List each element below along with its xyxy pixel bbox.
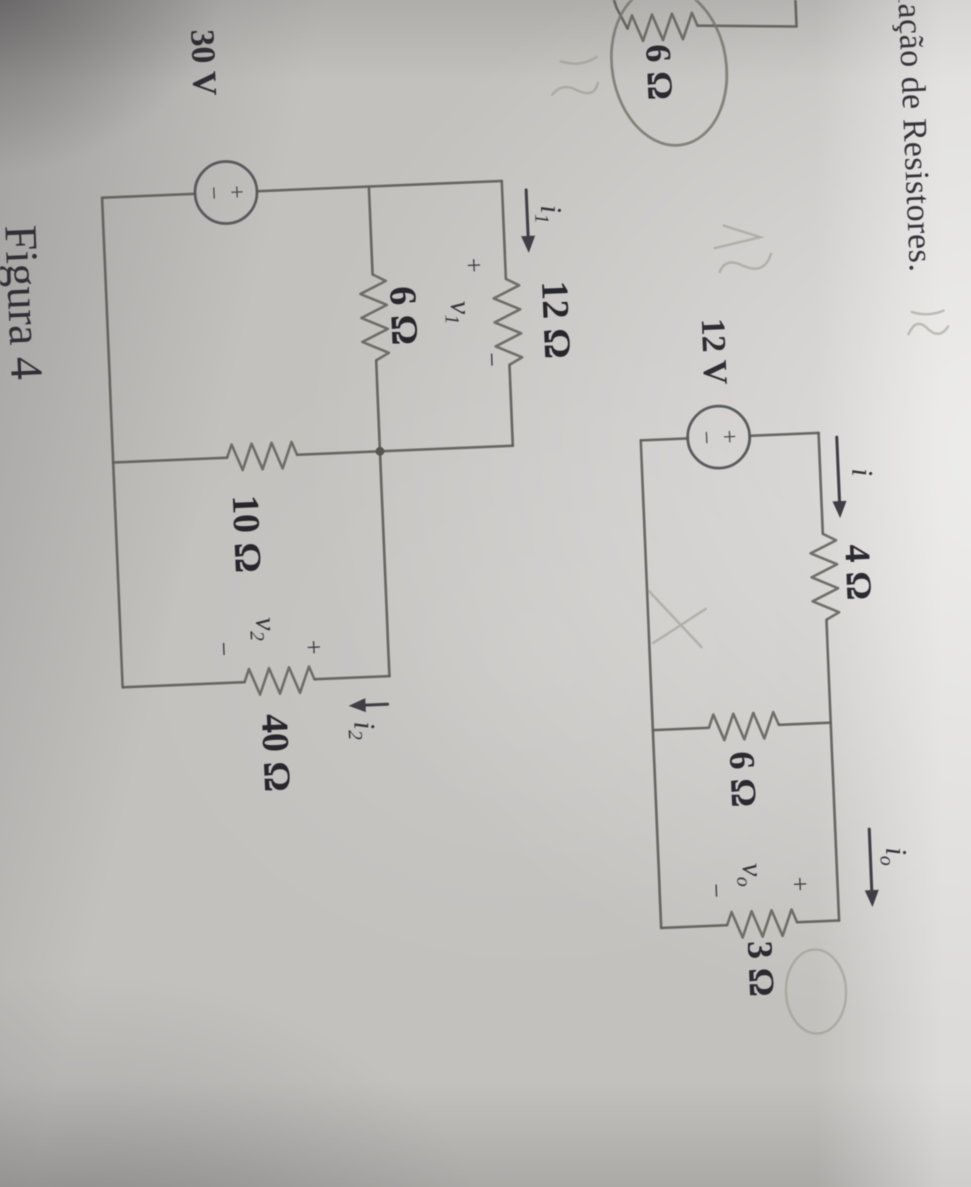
- current-arrow-i2: [364, 702, 390, 707]
- v2-label-base: v: [249, 617, 283, 632]
- pencil-mark-1: [550, 55, 599, 97]
- vo-label-sub: o: [732, 876, 754, 887]
- partial-circuit-wire-top: [696, 0, 798, 28]
- current-label-i2-base: i: [347, 721, 380, 731]
- v1-label: v1: [440, 300, 478, 325]
- pencil-scribbles: [550, 55, 950, 1035]
- c1-top-wire-left: [817, 431, 825, 536]
- current-label-io-base: i: [879, 846, 912, 856]
- resistor-zigzag-6ohm-c1: [707, 710, 780, 742]
- pencil-smudge-ring: [784, 948, 848, 1035]
- current-arrowhead-i2: [348, 698, 366, 713]
- handwritten-ellipse-annotation: [609, 0, 729, 147]
- c2-mid-wire-left: [367, 185, 374, 276]
- source-plus-sign: +: [715, 429, 742, 444]
- resistor-label-6ohm-partial: 6 Ω: [638, 43, 680, 100]
- v1-label-sub: 1: [440, 314, 462, 325]
- voltage-source-30v: [193, 160, 259, 225]
- v1-label-base: v: [444, 300, 478, 315]
- circuit-1: + − 12 V i: [639, 318, 913, 997]
- source-minus-sign: −: [692, 430, 719, 445]
- source-label-30v: 30 V: [183, 29, 223, 97]
- c2-right-branch-lower: [121, 680, 246, 689]
- current-label-i-base: i: [845, 467, 878, 477]
- resistor-label-10ohm: 10 Ω: [224, 494, 269, 574]
- current-arrowhead-i: [832, 500, 847, 519]
- c1-bottom-wire: [639, 439, 663, 930]
- current-label-io: io: [875, 846, 913, 866]
- v1-plus-sign: +: [459, 257, 489, 273]
- vo-plus-sign: +: [785, 876, 815, 892]
- c2-top-wire-left: [500, 179, 508, 281]
- c1-top-wire-right: [825, 618, 841, 922]
- partial-circuit: 6 Ω: [609, 0, 798, 147]
- source30-plus-sign: +: [223, 185, 250, 200]
- c2-right-branch-upper: [313, 674, 391, 681]
- current-label-i2: i2: [343, 721, 381, 741]
- c1-left-wire: [639, 431, 820, 442]
- resistor-label-3ohm: 3 Ω: [740, 940, 782, 997]
- v2-label: v2: [245, 617, 283, 642]
- resistor-label-40ohm: 40 Ω: [253, 713, 298, 793]
- c2-bottom-wire: [100, 196, 124, 689]
- current-label-i1-sub: 1: [530, 213, 552, 224]
- junction-dot-node-a: [375, 446, 385, 456]
- v2-minus-sign: −: [209, 641, 239, 657]
- c2-vert-wire-upper: [295, 444, 515, 457]
- resistor-label-6ohm-c2: 6 Ω: [381, 285, 425, 346]
- voltage-source-12v: [686, 404, 752, 470]
- v2-plus-sign: +: [299, 639, 329, 655]
- current-arrow-i: [835, 435, 841, 503]
- resistor-zigzag-4ohm: [809, 532, 841, 621]
- current-arrow-i1: [524, 188, 530, 238]
- figure-caption: Figura 4: [0, 224, 53, 381]
- c2-mid-wire-right: [374, 359, 391, 678]
- current-label-io-sub: o: [875, 855, 897, 866]
- pencil-mark-2: [713, 224, 773, 274]
- vo-label-base: v: [736, 862, 770, 877]
- source-label-12v: 12 V: [694, 318, 734, 386]
- c1-right-branch-wire: [659, 919, 841, 930]
- resistor-zigzag-6ohm-partial: [626, 11, 699, 43]
- resistor-zigzag-12ohm: [492, 277, 524, 366]
- resistor-zigzag-40ohm: [243, 665, 316, 696]
- partial-circuit-wire-bottom: [610, 0, 629, 30]
- page-title: ciação de Resistores.: [890, 0, 939, 273]
- source30-minus-sign: −: [200, 186, 227, 201]
- pencil-mark-3: [907, 309, 950, 336]
- v2-label-sub: 2: [245, 631, 267, 642]
- c2-top-wire-right: [508, 363, 515, 448]
- c2-vert-wire-lower: [111, 456, 229, 464]
- resistor-label-6ohm-c1: 6 Ω: [722, 751, 764, 808]
- vo-minus-sign: −: [701, 883, 731, 899]
- resistor-label-12ohm: 12 Ω: [533, 280, 578, 360]
- circuit-2: + − 30 V i1 i2: [100, 29, 578, 793]
- current-label-i2-sub: 2: [344, 730, 366, 741]
- current-arrow-io: [867, 827, 874, 892]
- vo-label: vo: [732, 862, 770, 887]
- current-arrowhead-i1: [521, 235, 536, 253]
- v1-minus-sign: −: [477, 352, 507, 368]
- c1-mid-branch-wire: [651, 721, 833, 732]
- current-label-i: i: [845, 467, 878, 477]
- resistor-zigzag-3ohm: [725, 908, 799, 939]
- c2-left-wire: [100, 179, 504, 200]
- resistor-label-4ohm: 4 Ω: [837, 544, 879, 601]
- resistor-zigzag-10ohm: [225, 440, 299, 472]
- current-arrowhead-io: [864, 889, 879, 908]
- pencil-mark-4: [647, 589, 708, 649]
- current-label-i1: i1: [530, 204, 568, 224]
- resistor-zigzag-6ohm-c2: [359, 273, 391, 362]
- current-label-i1-base: i: [534, 204, 567, 214]
